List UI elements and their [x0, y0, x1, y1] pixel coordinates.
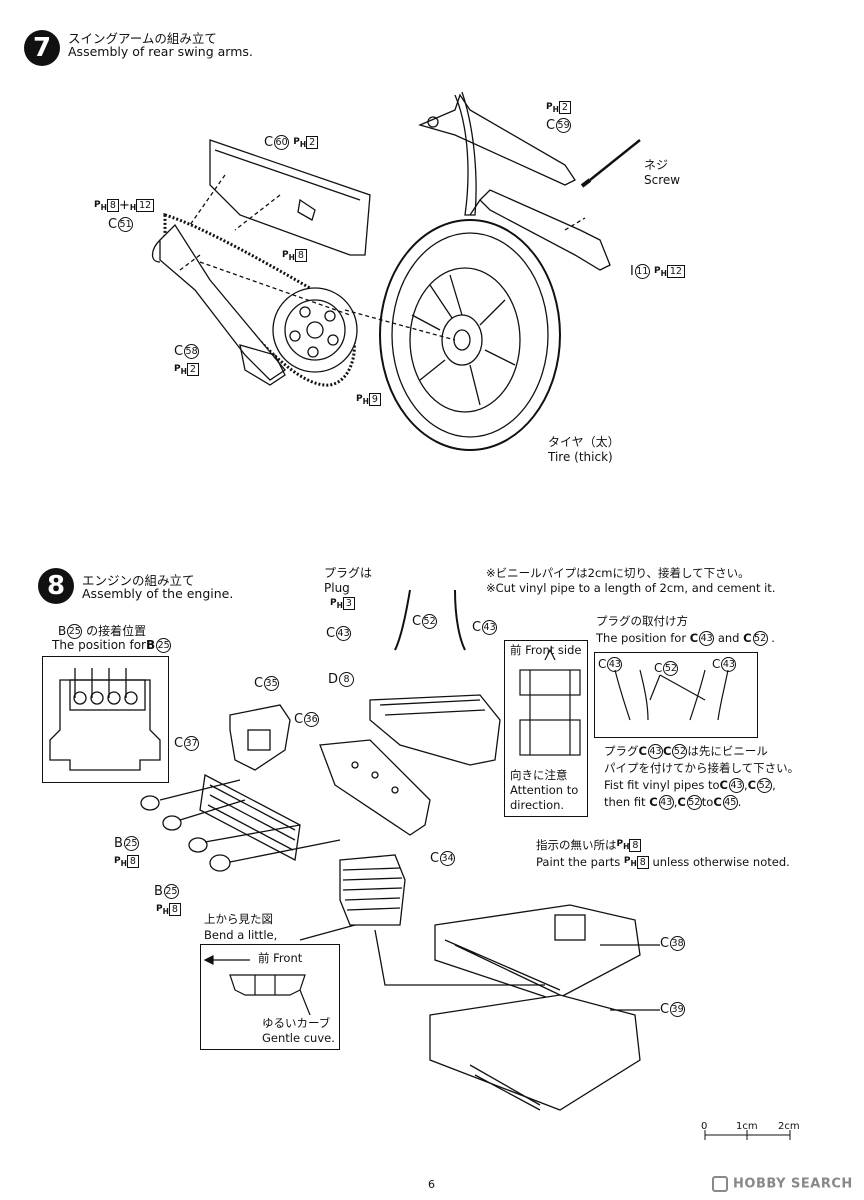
step-7-title-jp: スイングアームの組み立て — [68, 31, 217, 46]
gentle-curve-label: ゆるいカーブ Gentle cuve. — [262, 1016, 335, 1045]
front-side-frame — [504, 640, 588, 817]
scale-0: 0 — [701, 1121, 708, 1132]
scale-1cm: 1cm — [736, 1121, 758, 1132]
plug-position-frame — [594, 652, 758, 738]
bend-label: Bend a little, — [204, 928, 278, 942]
step-8-title-jp: エンジンの組み立て — [82, 573, 195, 588]
attention-label: 向きに注意 Attention to direction. — [510, 768, 579, 812]
plug-label: プラグは Plug — [324, 566, 373, 595]
page-number: 6 — [428, 1178, 435, 1191]
fit-note-jp-2: パイプを付けてから接着して下さい。 — [604, 761, 800, 775]
watermark-icon — [712, 1176, 728, 1192]
step-7-title-en: Assembly of rear swing arms. — [68, 44, 253, 59]
vinyl-note-en: ※Cut vinyl pipe to a length of 2cm, and … — [486, 581, 776, 595]
step-8-title-en: Assembly of the engine. — [82, 586, 234, 601]
watermark: HOBBY SEARCH — [712, 1176, 853, 1193]
b25-position-frame — [42, 656, 169, 783]
plug-position-jp: プラグの取付け方 — [596, 614, 688, 628]
step-8-badge: 8 — [38, 568, 74, 604]
step-7-badge: 7 — [24, 30, 60, 66]
scale-2cm: 2cm — [778, 1121, 800, 1132]
top-view-frame — [200, 944, 340, 1050]
top-view-jp: 上から見た図 — [204, 912, 273, 926]
vinyl-note-jp: ※ビニールパイプは2cmに切り、接着して下さい。 — [486, 566, 750, 580]
top-view-front: 前 Front — [258, 951, 303, 965]
front-side-label: 前 Front side — [510, 643, 582, 657]
tire-label: タイヤ（太） Tire (thick) — [548, 435, 620, 464]
screw-label: ネジ Screw — [644, 158, 681, 187]
